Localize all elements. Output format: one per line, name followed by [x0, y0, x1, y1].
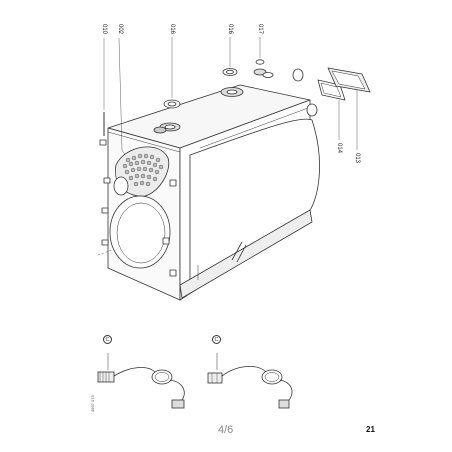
connector-b-end: [278, 399, 290, 409]
boiler-base-frame: [179, 209, 313, 299]
page-number: 21: [366, 425, 375, 434]
callout-014: 014: [336, 143, 342, 154]
cable-a-coil: [151, 369, 173, 385]
cable-b-coil: [261, 369, 283, 385]
connector-b-multi: [207, 372, 223, 384]
top-flange-left-2: [153, 126, 167, 134]
cable-a-label: C: [103, 335, 112, 344]
top-fitting-right: [253, 68, 267, 76]
callout-017: 017: [257, 24, 263, 35]
cable-b-label: C: [212, 335, 221, 344]
callout-016-middle: 016: [227, 24, 233, 35]
front-upper-port: [113, 176, 129, 196]
page-fraction: 4/6: [218, 424, 234, 436]
callout-010: 010: [101, 24, 107, 35]
callout-016-left: 016: [169, 24, 175, 35]
drawing-code: 4697 073: [90, 395, 95, 412]
cable-harness-b: [207, 353, 293, 409]
connector-a-end: [171, 399, 185, 409]
cable-harness-a: [97, 353, 185, 409]
front-burner-ring-inner: [116, 202, 166, 264]
callout-013: 013: [354, 153, 360, 164]
callout-002: 002: [117, 24, 123, 35]
boiler-drum-outline: [189, 118, 320, 293]
